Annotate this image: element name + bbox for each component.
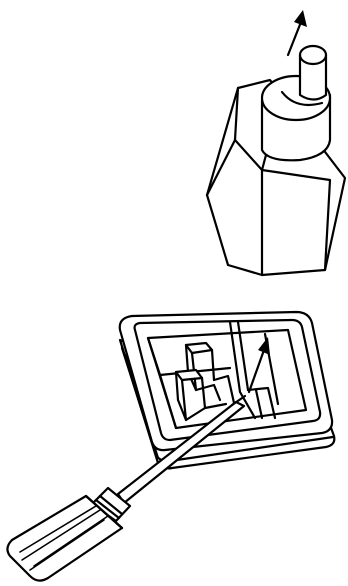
switch-housing (120, 312, 335, 468)
knob-assembly (207, 10, 345, 275)
screwdriver-icon (7, 396, 245, 581)
